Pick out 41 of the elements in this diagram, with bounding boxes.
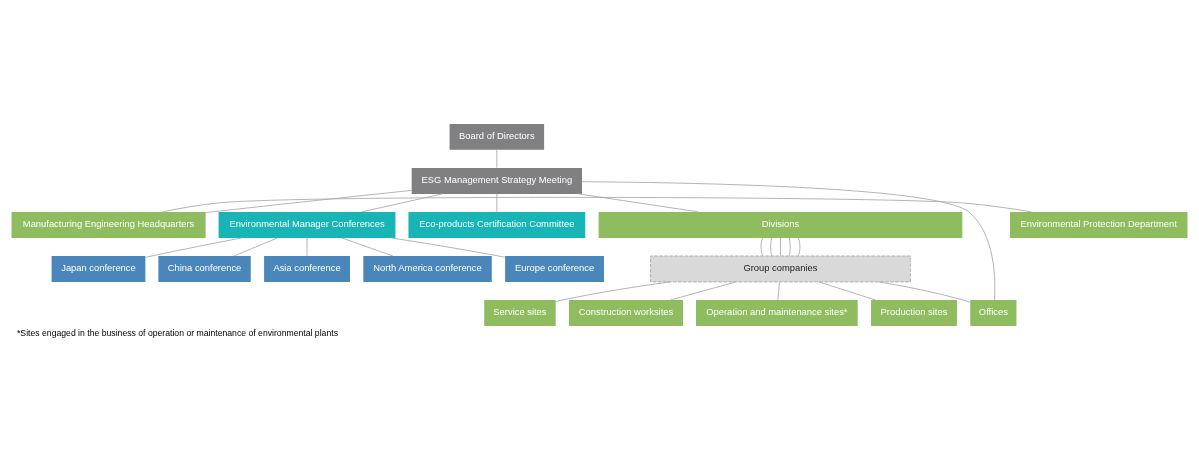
connector bbox=[788, 237, 791, 256]
node-box: Offices bbox=[970, 299, 1017, 326]
connector bbox=[797, 237, 801, 256]
connector bbox=[361, 193, 443, 212]
connector bbox=[161, 196, 1033, 212]
node-box: Europe conference bbox=[505, 255, 604, 282]
connector bbox=[341, 237, 394, 256]
connector bbox=[205, 189, 413, 213]
connector bbox=[390, 237, 506, 258]
node-box: Construction worksites bbox=[569, 299, 684, 326]
connector bbox=[496, 193, 498, 212]
node-box: Operation and maintenance sites* bbox=[696, 299, 858, 326]
connector bbox=[233, 237, 278, 256]
node-box: Group companies bbox=[650, 255, 911, 282]
connector bbox=[145, 237, 243, 258]
node-box: China conference bbox=[158, 255, 251, 282]
connector bbox=[670, 281, 737, 300]
node-box: Divisions bbox=[598, 211, 963, 238]
node-box: Service sites bbox=[484, 299, 556, 326]
connector bbox=[878, 281, 971, 303]
node-box: ESG Management Strategy Meeting bbox=[411, 167, 582, 194]
node-box: Eco-products Certification Committee bbox=[408, 211, 586, 238]
connector bbox=[496, 149, 498, 168]
node-box: North America conference bbox=[363, 255, 492, 282]
connector bbox=[780, 237, 781, 256]
connector bbox=[306, 237, 308, 256]
node-box: Asia conference bbox=[264, 255, 350, 282]
node-box: Board of Directors bbox=[449, 123, 545, 150]
node-box: Environmental Manager Conferences bbox=[218, 211, 396, 238]
connector bbox=[777, 281, 780, 300]
node-box: Japan conference bbox=[51, 255, 146, 282]
caption: *Sites engaged in the business of operation or maintenance of environmental plants bbox=[17, 327, 338, 338]
node-box: Manufacturing Engineering Headquarters bbox=[11, 211, 206, 238]
connector bbox=[760, 237, 764, 256]
node-box: Environmental Protection Department bbox=[1009, 211, 1188, 238]
connector bbox=[555, 281, 671, 302]
node-box: Production sites bbox=[871, 299, 957, 326]
connector bbox=[818, 281, 876, 300]
connector bbox=[578, 192, 699, 212]
connector bbox=[581, 180, 996, 300]
connector bbox=[770, 237, 772, 256]
